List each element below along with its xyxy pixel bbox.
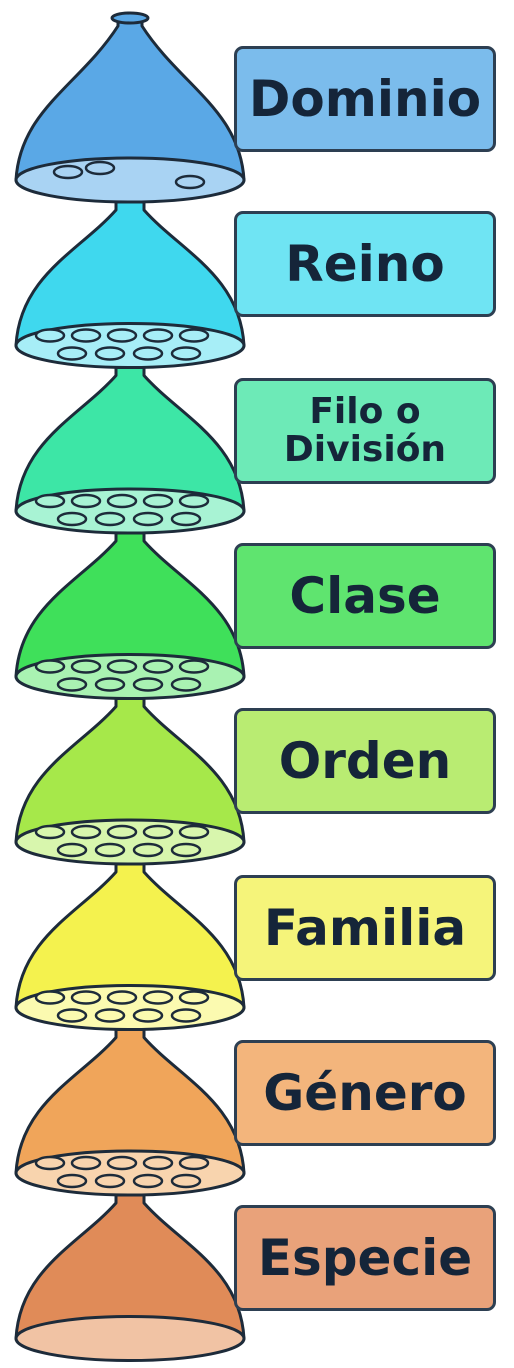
funnel-body [14, 862, 246, 1009]
funnel-hole [142, 1155, 174, 1171]
funnel-hole [142, 493, 174, 509]
rank-box-reino: Reino [234, 211, 496, 317]
funnel-hole [56, 511, 88, 527]
funnel-hole [56, 842, 88, 858]
funnel-hole [106, 990, 138, 1005]
funnel-hole [56, 1008, 88, 1023]
funnel-hole [94, 677, 126, 692]
funnel-hole [132, 1008, 164, 1023]
rank-label-especie: Especie [257, 1229, 473, 1287]
funnel-orden [14, 697, 246, 866]
funnel-hole [70, 1155, 102, 1171]
funnel-hole [34, 493, 66, 509]
funnel-hole [170, 1008, 202, 1023]
funnel-hole [132, 842, 164, 858]
funnel-hole [34, 824, 66, 840]
funnel-body [14, 200, 246, 347]
rank-label-orden: Orden [278, 732, 452, 790]
funnel-nozzle [110, 11, 150, 25]
funnel-familia [14, 862, 246, 1031]
funnel-hole [94, 346, 126, 361]
rank-box-orden: Orden [234, 708, 496, 814]
funnel-hole [34, 1155, 66, 1171]
rank-box-familia: Familia [234, 875, 496, 981]
funnel-hole [170, 1173, 202, 1189]
rank-label-familia: Familia [263, 899, 467, 957]
funnel-hole [142, 659, 174, 674]
funnel-base [14, 1315, 246, 1362]
funnel-hole [106, 328, 138, 343]
funnel-hole [70, 328, 102, 343]
funnel-dominio [14, 11, 246, 204]
funnel-hole [178, 493, 210, 509]
funnel-hole [70, 659, 102, 674]
funnel-hole [178, 824, 210, 840]
funnel-hole [132, 511, 164, 527]
rank-label-dominio: Dominio [248, 70, 482, 128]
funnel-body [14, 16, 246, 182]
funnel-hole [142, 328, 174, 343]
funnel-base [14, 156, 246, 204]
funnel-hole [178, 990, 210, 1005]
rank-box-filo-division: Filo o División [234, 378, 496, 484]
funnel-body [14, 531, 246, 678]
funnel-hole [132, 346, 164, 361]
funnel-especie [14, 1193, 246, 1362]
funnel-hole [106, 824, 138, 840]
rank-label-reino: Reino [285, 235, 445, 293]
funnel-hole [142, 824, 174, 840]
funnel-clase [14, 531, 246, 700]
funnel-hole [84, 160, 116, 176]
funnel-hole [132, 1173, 164, 1189]
funnel-hole [34, 328, 66, 343]
funnel-hole [170, 511, 202, 527]
funnel-body [14, 366, 246, 513]
funnel-hole [94, 1173, 126, 1189]
rank-box-genero: Género [234, 1040, 496, 1146]
funnel-hole [70, 493, 102, 509]
funnel-reino [14, 200, 246, 369]
funnel-hole [170, 346, 202, 361]
rank-box-dominio: Dominio [234, 46, 496, 152]
rank-label-clase: Clase [289, 567, 441, 625]
funnel-hole [106, 659, 138, 674]
rank-box-especie: Especie [234, 1205, 496, 1311]
funnel-body [14, 1193, 246, 1340]
rank-box-clase: Clase [234, 543, 496, 649]
funnel-hole [34, 990, 66, 1005]
funnel-body [14, 697, 246, 844]
funnel-hole [132, 677, 164, 692]
funnel-hole [106, 493, 138, 509]
funnel-hole [52, 164, 84, 180]
funnel-body [14, 1028, 246, 1175]
funnel-hole [56, 677, 88, 692]
funnel-hole [170, 842, 202, 858]
funnel-hole [178, 328, 210, 343]
funnel-hole [70, 990, 102, 1005]
funnel-hole [94, 842, 126, 858]
funnel-hole [34, 659, 66, 674]
funnel-hole [70, 824, 102, 840]
funnel-hole [142, 990, 174, 1005]
funnel-filo-o-division [14, 366, 246, 535]
funnel-genero [14, 1028, 246, 1197]
funnel-hole [106, 1155, 138, 1171]
funnel-hole [170, 677, 202, 692]
rank-label-filo-division: Filo o División [283, 391, 447, 470]
funnel-hole [178, 659, 210, 674]
rank-label-genero: Género [263, 1064, 467, 1122]
funnel-hole [56, 346, 88, 361]
funnel-hole [56, 1173, 88, 1189]
funnel-hole [174, 174, 206, 190]
funnel-hole [94, 1008, 126, 1023]
funnel-hole [178, 1155, 210, 1171]
funnel-hole [94, 511, 126, 527]
